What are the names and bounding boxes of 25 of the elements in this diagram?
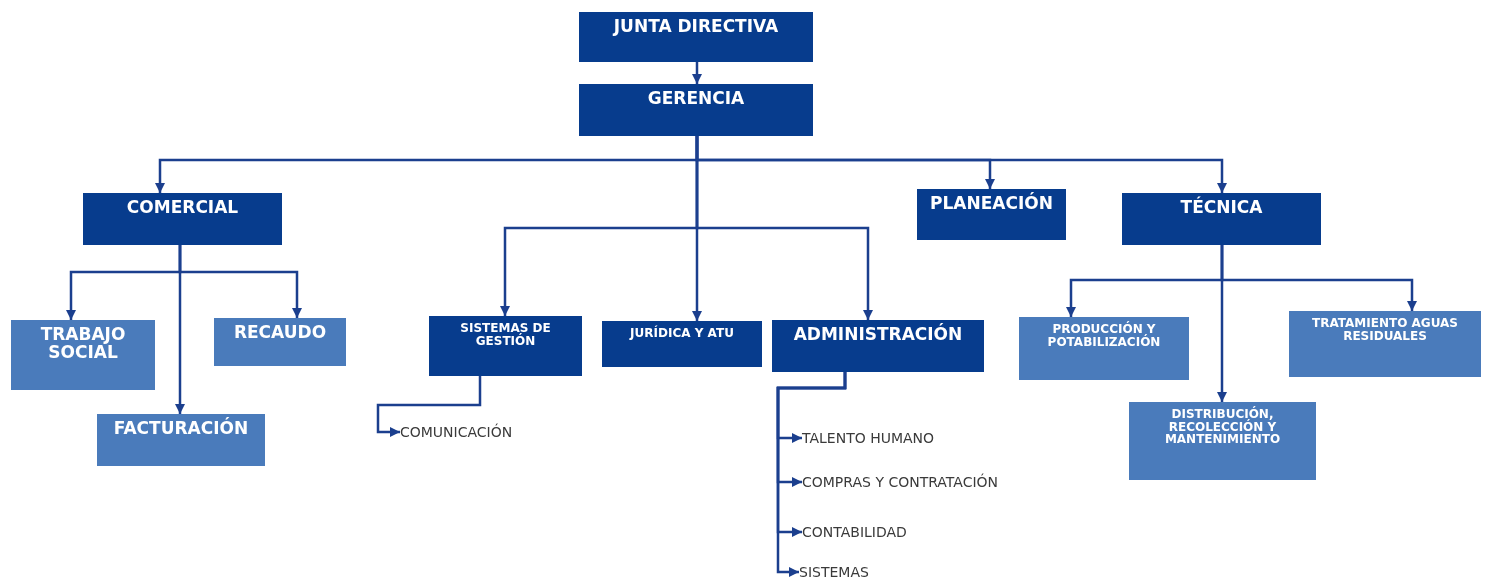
unit-box: FACTURACIÓN [97,414,265,466]
unit-label: CONTABILIDAD [802,525,907,539]
unit-box: PRODUCCIÓN Y POTABILIZACIÓN [1019,317,1189,380]
unit-box: DISTRIBUCIÓN, RECOLECCIÓN Y MANTENIMIENTO [1129,402,1316,480]
department-box: SISTEMAS DE GESTIÓN [429,316,582,376]
unit-label: SISTEMAS [799,565,869,579]
connector-arrow [1220,245,1417,311]
unit-box: RECAUDO [214,318,346,366]
department-box: GERENCIA [579,84,813,136]
department-box: PLANEACIÓN [917,189,1066,240]
connector-arrow [776,372,847,577]
unit-label: TALENTO HUMANO [802,431,935,445]
department-box: ADMINISTRACIÓN [772,320,984,372]
unit-label: COMPRAS Y CONTRATACIÓN [802,475,999,489]
unit-label: COMUNICACIÓN [400,425,513,439]
connector-arrow [376,376,482,437]
department-box: COMERCIAL [83,193,282,245]
connector-arrow [692,62,702,84]
department-box: JURÍDICA Y ATU [602,321,762,367]
unit-box: TRABAJO SOCIAL [11,320,155,390]
unit-box: TRATAMIENTO AGUAS RESIDUALES [1289,311,1481,377]
connector-arrow [178,245,302,318]
connector-arrow [695,136,1227,193]
department-box: JUNTA DIRECTIVA [579,12,813,62]
department-box: TÉCNICA [1122,193,1321,245]
